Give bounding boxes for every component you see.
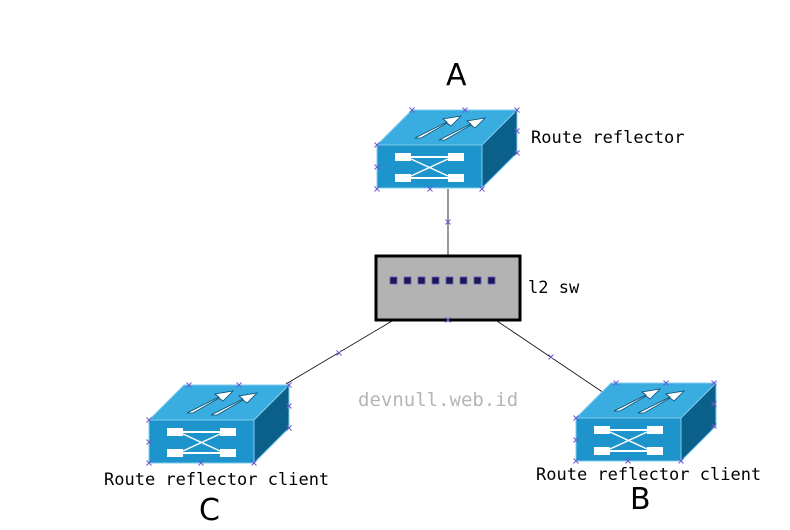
node-a-role-label: Route reflector — [531, 128, 685, 148]
switch-label: l2 sw — [528, 278, 580, 298]
router-c[interactable] — [148, 384, 290, 464]
node-c-role-label: Route reflector client — [104, 470, 330, 490]
l2-switch-icon — [374, 254, 522, 322]
l2-switch[interactable] — [374, 254, 522, 322]
router-b[interactable] — [575, 382, 717, 462]
router-a[interactable] — [376, 109, 518, 189]
watermark: devnull.web.id — [358, 389, 519, 411]
node-b-letter: B — [630, 482, 651, 517]
switch-ports — [389, 276, 496, 285]
node-a-letter: A — [446, 58, 467, 93]
node-b-role-label: Route reflector client — [536, 465, 762, 485]
node-c-letter: C — [199, 493, 220, 528]
